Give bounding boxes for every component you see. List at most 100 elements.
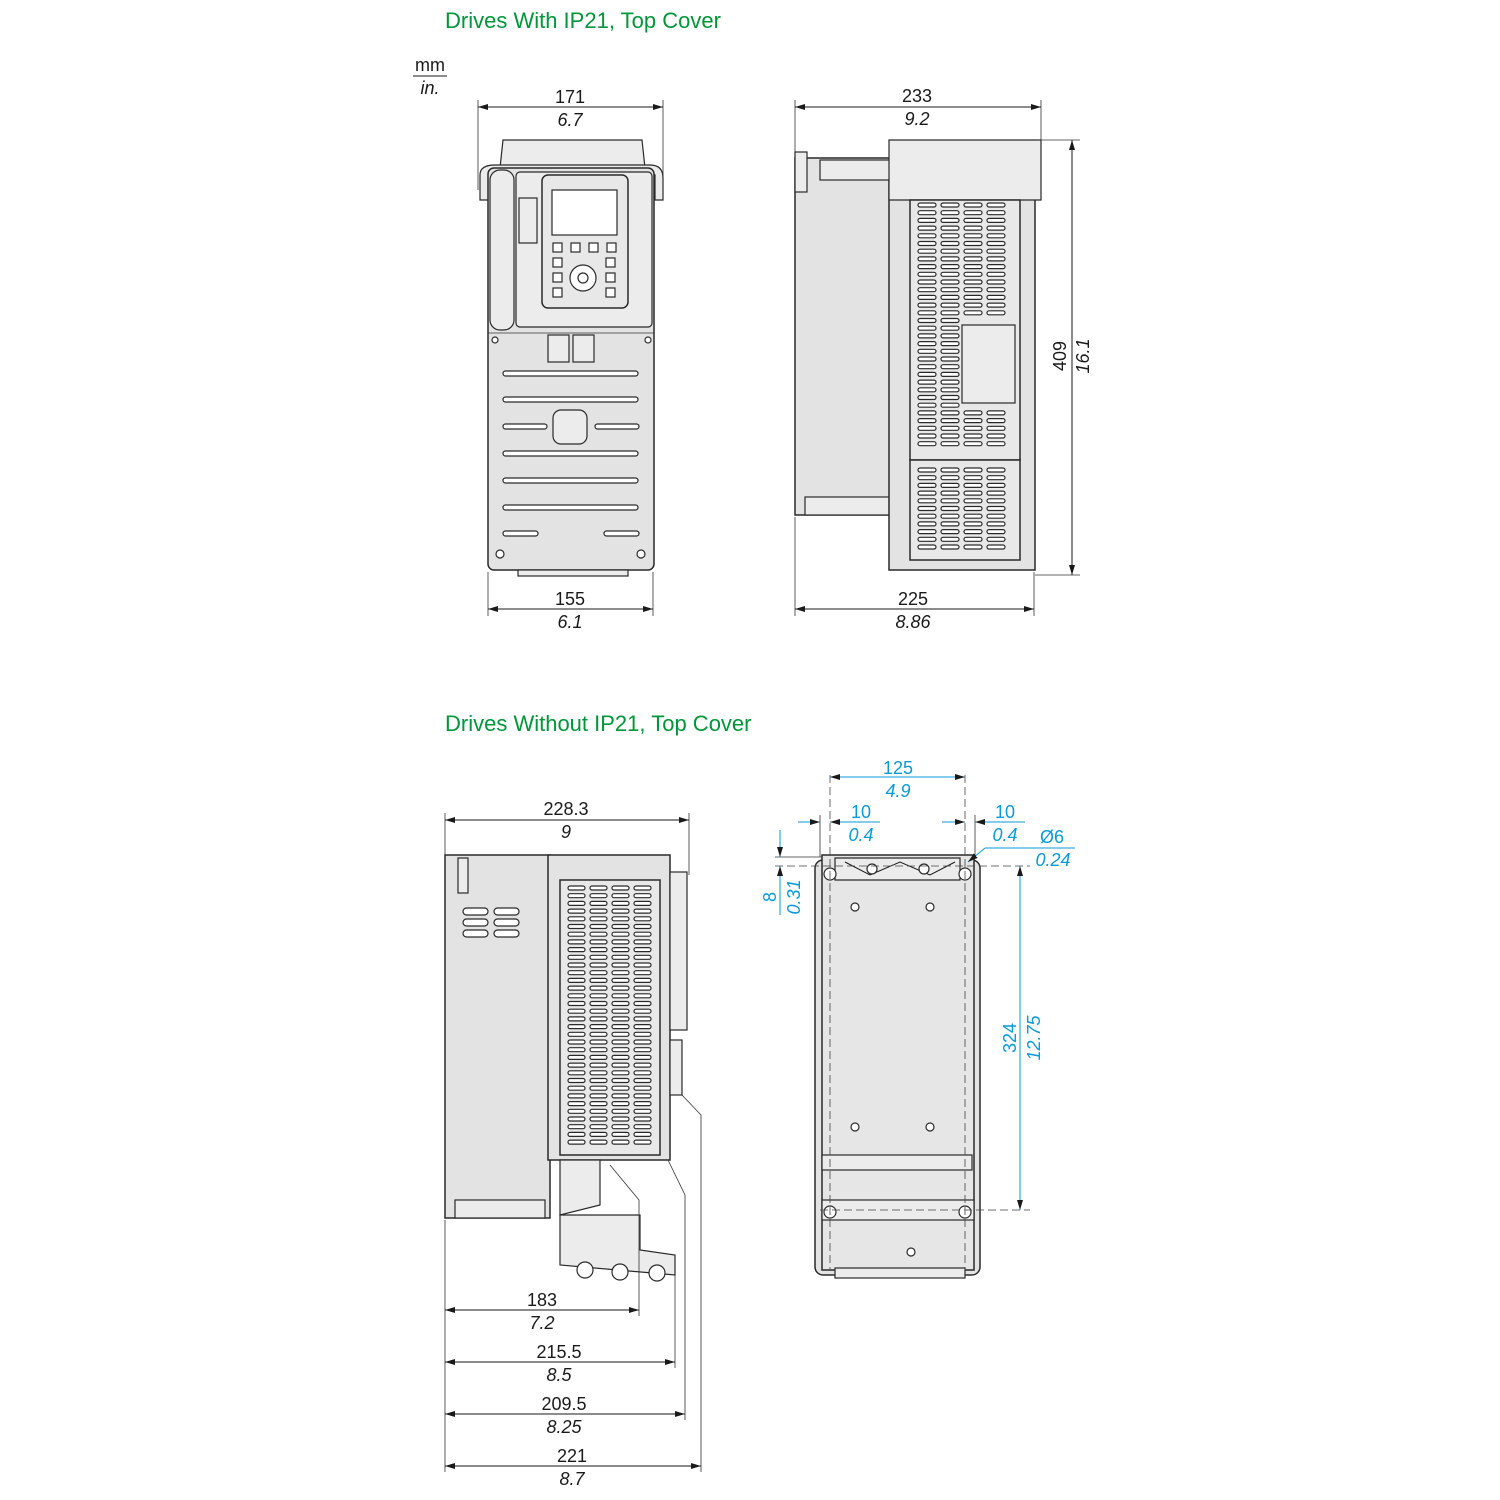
- vent-slot: [917, 287, 937, 293]
- vent-slot: [940, 402, 960, 408]
- vent-slot: [963, 271, 983, 277]
- vent-slot: [986, 302, 1006, 308]
- vent-slot: [940, 379, 960, 385]
- dim-215-5-mm: 215.5: [536, 1342, 581, 1362]
- vent-slot: [986, 233, 1006, 239]
- vent-slot: [567, 1139, 586, 1145]
- vent-slot: [567, 1047, 586, 1053]
- vent-slot: [611, 1039, 630, 1045]
- vent-slot: [589, 1093, 608, 1099]
- vent-slot: [986, 441, 1006, 447]
- vent-slot: [986, 310, 1006, 316]
- vent-slot: [567, 1023, 586, 1030]
- vent-slot: [986, 217, 1006, 223]
- vent-slot: [917, 248, 937, 254]
- vent-slot: [917, 536, 937, 542]
- vent-slot: [567, 985, 586, 991]
- vent-slot: [940, 333, 960, 339]
- vent-slot: [917, 467, 937, 473]
- vent-slot: [986, 490, 1006, 496]
- vent-slot: [589, 1047, 608, 1053]
- vent-slot: [963, 256, 983, 262]
- vent-slot: [633, 885, 652, 891]
- vent-slot: [567, 931, 586, 937]
- vent-slot: [986, 536, 1006, 542]
- vent-slot: [633, 1093, 652, 1099]
- vent-slot: [940, 348, 960, 354]
- vent-slot: [963, 475, 983, 481]
- vent-slot: [567, 1124, 586, 1130]
- vent-slot: [589, 993, 608, 999]
- vent-slot: [567, 939, 586, 945]
- vent-slot: [940, 279, 960, 285]
- vent-slot: [940, 513, 960, 519]
- vent-slot: [611, 970, 630, 976]
- vent-slot: [917, 418, 937, 424]
- vent-slot: [589, 939, 608, 945]
- vent-slot: [940, 425, 960, 431]
- vent-slot: [963, 467, 983, 473]
- vent-slot: [940, 264, 960, 270]
- vent-slot: [986, 210, 1006, 216]
- vent-slot: [589, 946, 608, 953]
- vent-slot: [633, 939, 652, 945]
- vent-slot: [917, 528, 937, 535]
- vent-slot: [567, 1116, 586, 1122]
- vent-slot: [589, 1054, 608, 1061]
- vent-slot: [917, 505, 937, 512]
- dim-221-mm: 221: [557, 1446, 587, 1466]
- vent-slot: [963, 233, 983, 239]
- vent-slot: [986, 294, 1006, 300]
- vertical-spacing-mm: 324: [1000, 1023, 1020, 1053]
- dim-183-in: 7.2: [529, 1313, 554, 1333]
- vent-slot: [633, 962, 652, 968]
- vent-slot: [567, 977, 586, 984]
- vent-slot: [917, 356, 937, 362]
- vent-slot: [611, 1131, 630, 1138]
- vent-slot: [963, 536, 983, 542]
- vent-slot: [567, 954, 586, 960]
- vent-slot: [633, 1085, 652, 1091]
- vent-slot: [633, 985, 652, 991]
- vent-slot: [917, 433, 937, 439]
- vent-slot: [940, 498, 960, 504]
- vent-slot: [986, 528, 1006, 535]
- side-view: 233 9.2 409 16.1 225 8.86: [794, 86, 1093, 632]
- vent-slot: [567, 1008, 586, 1014]
- vent-slot: [940, 233, 960, 239]
- vent-slot: [633, 977, 652, 984]
- vent-slot: [589, 1000, 608, 1007]
- vent-slot: [611, 1054, 630, 1061]
- vent-slot: [940, 387, 960, 393]
- vent-slot: [611, 1100, 630, 1107]
- vent-slot: [940, 325, 960, 331]
- vent-slot: [567, 1000, 586, 1007]
- vent-slot: [567, 970, 586, 976]
- dim-215-5-in: 8.5: [546, 1365, 572, 1385]
- vent-slot: [589, 1139, 608, 1145]
- vent-slot: [589, 954, 608, 960]
- dim-209-5-in: 8.25: [546, 1417, 582, 1437]
- vent-slot: [986, 498, 1006, 504]
- side-bottom-depth-in: 8.86: [895, 612, 931, 632]
- vent-slot: [633, 1054, 652, 1061]
- vent-slot: [633, 893, 652, 899]
- vent-slot: [611, 900, 630, 907]
- vent-slot: [940, 394, 960, 401]
- no-cover-depth-in: 9: [561, 822, 571, 842]
- vent-slot: [986, 279, 1006, 285]
- vent-slot: [940, 317, 960, 324]
- vent-slot: [633, 1062, 652, 1068]
- vent-slot: [567, 908, 586, 914]
- vent-slot: [633, 993, 652, 999]
- vent-slot: [611, 1077, 630, 1084]
- vent-slot: [589, 970, 608, 976]
- vent-slot: [611, 1116, 630, 1122]
- front-vent-slots: [502, 370, 640, 537]
- side-height-in: 16.1: [1073, 338, 1093, 373]
- vent-slot: [589, 1108, 608, 1114]
- vertical-spacing-in: 12.75: [1024, 1014, 1044, 1060]
- vent-slot: [611, 939, 630, 945]
- vent-slot: [611, 893, 630, 899]
